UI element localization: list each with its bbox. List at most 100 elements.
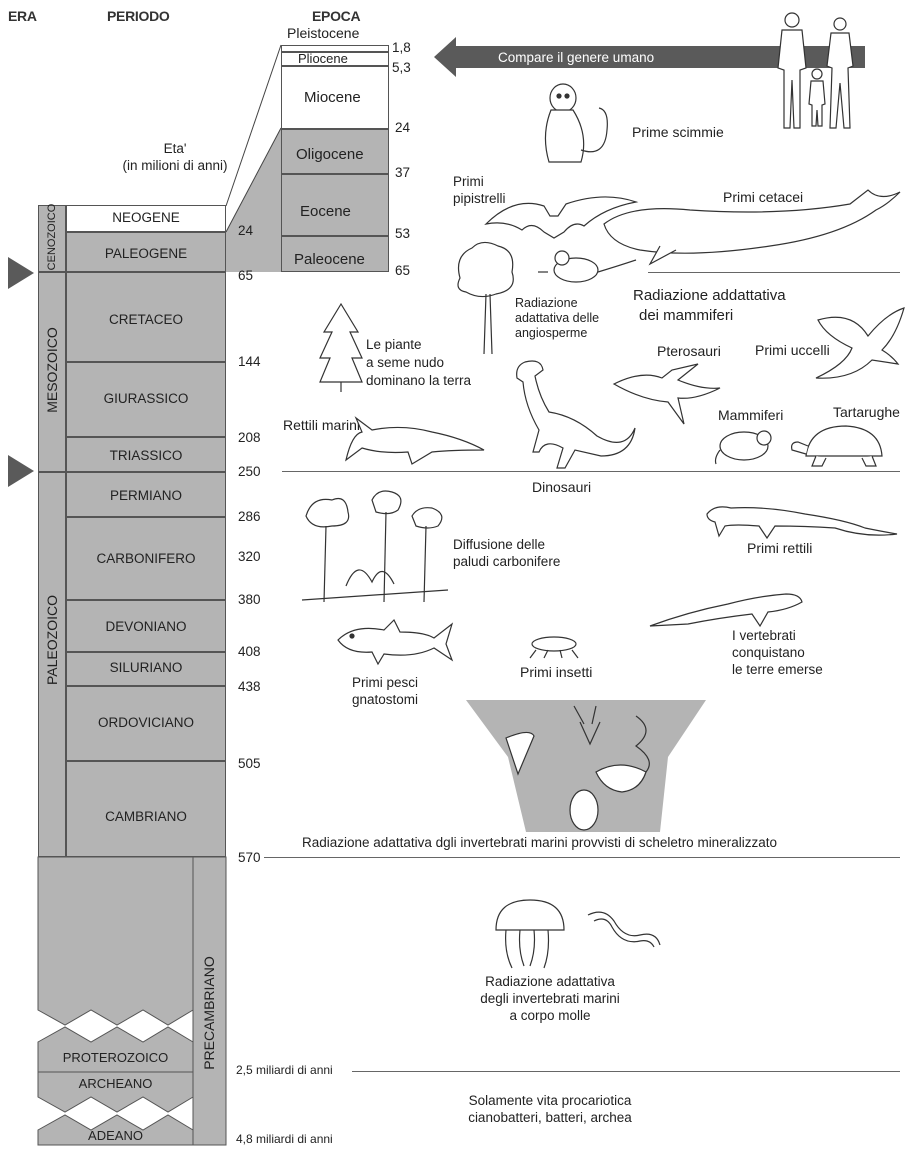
caption-swamps: Diffusione delle paludi carbonifere [453, 536, 560, 570]
age-label-line2: (in milioni di anni) [122, 158, 228, 173]
caption-fish-line1: Primi pesci [351, 675, 418, 690]
caption-first-monkeys: Prime scimmie [632, 124, 724, 140]
monkey-icon [544, 83, 608, 163]
period-triassic-box [66, 437, 226, 472]
period-silurian-box [66, 652, 226, 686]
period-header: PERIODO [107, 8, 170, 24]
age-24: 24 [238, 223, 254, 238]
pt-boundary-line [282, 471, 900, 472]
dinosaur-icon [516, 360, 636, 469]
caption-mineral-radiation: Radiazione adattativa dgli invertebrati … [302, 835, 777, 850]
amphibian-icon [649, 593, 803, 628]
era-header: ERA [8, 8, 37, 24]
caption-soft-line2: degli invertebrati marini [480, 991, 620, 1006]
ichthyosaur-icon [345, 416, 485, 465]
period-neogene: NEOGENE [112, 210, 180, 225]
conifer-icon [319, 302, 363, 392]
extinction-marker-kt-icon [8, 257, 34, 289]
brachiopod-icon [595, 764, 647, 793]
epoch-miocene: Miocene [304, 89, 361, 106]
caption-vert-land-line3: le terre emerse [732, 662, 823, 677]
whale-icon [603, 189, 901, 266]
period-devonian: DEVONIANO [105, 619, 187, 634]
proterozoic-boundary-line [352, 1071, 900, 1072]
caption-soft-line3: a corpo molle [509, 1008, 591, 1023]
epoch-pleistocene: Pleistocene [287, 25, 360, 41]
age-320: 320 [238, 549, 261, 564]
period-cretaceous: CRETACEO [108, 312, 183, 327]
caption-mammal-radiation-line2: dei mammiferi [639, 307, 734, 324]
bat-icon [484, 196, 639, 239]
period-carboniferous-box [66, 517, 226, 600]
age-65: 65 [238, 268, 254, 283]
caption-first-bats-line2: pipistrelli [453, 191, 506, 206]
era-mesozoic-box [38, 272, 66, 472]
trilobite-icon [569, 789, 599, 831]
angiosperm-tree-icon [457, 241, 514, 355]
period-silurian: SILURIANO [109, 660, 183, 675]
humans-arrow [434, 37, 865, 77]
caption-gymnosperms: Le piante a seme nudo dominano la terra [366, 336, 471, 390]
epoch-header: EPOCA [312, 8, 361, 24]
caption-angiosperm-radiation: Radiazione adattativa delle angiosperme [515, 296, 599, 341]
period-permian-box [66, 472, 226, 517]
caption-first-bats-line1: Primi [453, 174, 484, 189]
caption-vert-land-line2: conquistano [732, 645, 805, 660]
epoch-age-5-3: 5,3 [392, 60, 411, 75]
period-cambrian-box [66, 761, 226, 857]
caption-gymno-line1: Le piante [366, 337, 422, 352]
period-triassic: TRIASSICO [109, 448, 183, 463]
caption-pterosaurs: Pterosauri [657, 343, 721, 359]
epoch-oligocene-box [281, 129, 389, 174]
age-208: 208 [238, 430, 261, 445]
age-286: 286 [238, 509, 261, 524]
caption-swamps-line1: Diffusione delle [453, 537, 546, 552]
age-label: Eta' (in milioni di anni) [85, 140, 265, 174]
mesozoic-mammal-icon [714, 430, 772, 465]
epoch-eocene: Eocene [300, 203, 351, 220]
period-proterozoic: PROTEROZOICO [62, 1050, 169, 1065]
extinction-markers [8, 257, 34, 487]
epoch-pliocene: Pliocene [298, 51, 348, 66]
era-cenozoic-box [38, 205, 66, 272]
caption-mammal-radiation: Radiazione addattativa dei mammiferi [633, 286, 786, 326]
extinction-marker-pt-icon [8, 455, 34, 487]
worm-icon [587, 911, 661, 948]
period-paleogene-box [66, 232, 226, 272]
age-380: 380 [238, 592, 261, 607]
early-mammal-icon [538, 250, 637, 283]
age-label-line1: Eta' [163, 141, 187, 156]
cambrian-boundary-line [264, 857, 900, 858]
age-438: 438 [238, 679, 261, 694]
period-jurassic-box [66, 362, 226, 437]
pterosaur-icon [612, 363, 721, 425]
epoch-miocene-box [281, 66, 389, 129]
caption-prok-line2: cianobatteri, batteri, archea [468, 1110, 632, 1125]
age-570: 570 [238, 850, 261, 865]
epoch-paleocene-box [281, 236, 389, 272]
caption-first-insects: Primi insetti [520, 664, 593, 680]
caption-gymno-line2: a seme nudo [366, 355, 445, 370]
coral-icon [573, 705, 601, 746]
caption-mammals: Mammiferi [718, 407, 784, 423]
caption-prokaryotes: Solamente vita procariotica cianobatteri… [445, 1092, 655, 1126]
caption-soft-radiation: Radiazione adattativa degli invertebrati… [460, 973, 640, 1024]
jellyfish-icon [495, 899, 565, 969]
period-archean: ARCHEANO [78, 1076, 153, 1091]
caption-angio-line2: adattativa delle [515, 311, 600, 325]
caption-first-reptiles: Primi rettili [747, 540, 813, 556]
caption-first-fish: Primi pesci gnatostomi [330, 674, 440, 708]
era-paleozoic-box [38, 472, 66, 857]
caption-gymno-line3: dominano la terra [366, 373, 472, 388]
period-cambrian: CAMBRIANO [105, 809, 187, 824]
period-carboniferous: CARBONIFERO [96, 551, 196, 566]
caption-first-cetaceans: Primi cetacei [723, 189, 804, 205]
caption-angio-line1: Radiazione [515, 296, 578, 310]
caption-vert-land-line1: I vertebrati [732, 628, 796, 643]
period-jurassic: GIURASSICO [103, 391, 189, 406]
cone-shell-icon [505, 731, 535, 776]
age-408: 408 [238, 644, 261, 659]
caption-first-birds: Primi uccelli [755, 342, 830, 358]
